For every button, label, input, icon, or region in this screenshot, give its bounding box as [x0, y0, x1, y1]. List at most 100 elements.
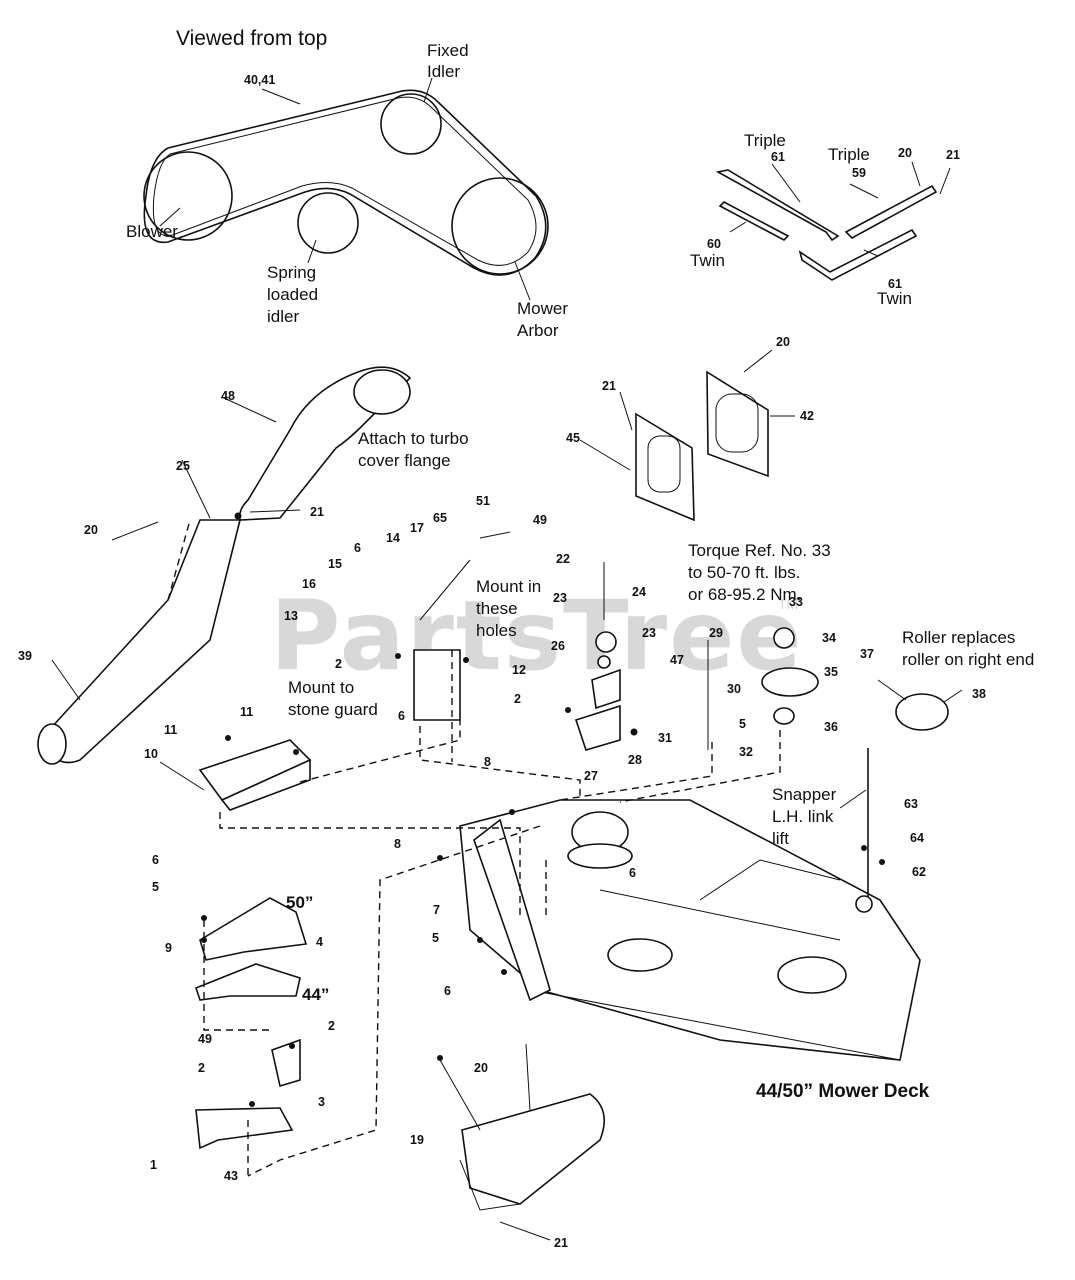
part-number: 12	[512, 663, 526, 677]
part-number: 6	[629, 866, 636, 880]
part-number: 23	[553, 591, 567, 605]
twin-61-label: Twin	[877, 289, 912, 308]
watermark: PartsTree	[270, 580, 804, 692]
part-number: 21	[946, 148, 960, 162]
part-number: 11	[240, 705, 254, 719]
trademark: TM	[778, 596, 799, 612]
spring-idler-label-2: loaded	[267, 285, 319, 304]
hardware-dots	[201, 512, 885, 1107]
triple-59-label: Triple	[828, 145, 870, 164]
part-number: 25	[176, 459, 190, 473]
part-number: 27	[584, 769, 598, 783]
part-number: 20	[898, 146, 912, 160]
part-number: 22	[556, 552, 570, 566]
part-number: 61	[771, 150, 785, 164]
belt-inner	[152, 96, 537, 266]
roller-label-2: roller on right end	[902, 650, 1035, 669]
part-number: 6	[152, 853, 159, 867]
torque-label-1: Torque Ref. No. 33	[688, 541, 831, 560]
part-number: 30	[727, 682, 741, 696]
fixed-idler-pulley	[380, 93, 442, 155]
part-number: 9	[165, 941, 172, 955]
part-number: 64	[910, 831, 924, 845]
part-number: 62	[912, 865, 926, 879]
part-number: 6	[444, 984, 451, 998]
mount-holes-label-1: Mount in	[476, 577, 542, 596]
belt-outer	[143, 89, 547, 276]
attach-label-1: Attach to turbo	[358, 429, 469, 448]
stone-guard-drawing	[159, 739, 312, 811]
part-number: 17	[410, 521, 424, 535]
blower-pulley	[143, 151, 233, 241]
mower-deck-drawing	[459, 799, 921, 1061]
part-number: 20	[474, 1061, 488, 1075]
roller-label-1: Roller replaces	[902, 628, 1016, 647]
blower-label: Blower	[126, 222, 178, 241]
mower-arbor-pulley	[451, 177, 549, 275]
snapper-label-1: Snapper	[772, 785, 837, 804]
blower-tube-drawing	[37, 366, 412, 765]
part-number: 26	[551, 639, 565, 653]
part-number: 1	[150, 1158, 157, 1172]
deck-title: 44/50” Mower Deck	[756, 1081, 930, 1102]
assembly-lines	[167, 519, 781, 1177]
torque-label-2: to 50-70 ft. lbs.	[688, 563, 801, 582]
part-number: 19	[410, 1133, 424, 1147]
part-number: 14	[386, 531, 400, 545]
part-number: 36	[824, 720, 838, 734]
attach-label-2: cover flange	[358, 451, 451, 470]
part-number: 37	[860, 647, 874, 661]
spring-idler-label-1: Spring	[267, 263, 317, 282]
torque-label-3: or 68-95.2 Nm.	[688, 585, 802, 604]
spring-idler-label-3: idler	[267, 307, 300, 326]
part-number: 31	[658, 731, 672, 745]
part-number: 61	[888, 277, 902, 291]
mount-guard-label-2: stone guard	[288, 700, 378, 719]
fixed-idler-label-1: Fixed	[427, 41, 469, 60]
part-number: 15	[328, 557, 342, 571]
part-number: 6	[398, 709, 405, 723]
part-number: 39	[18, 649, 32, 663]
part-number: 2	[335, 657, 342, 671]
part-number: 5	[432, 931, 439, 945]
link-lift-drawing	[839, 748, 873, 913]
part-number: 35	[824, 665, 838, 679]
part-number: 29	[709, 626, 723, 640]
part-number: 32	[739, 745, 753, 759]
part-number: 4	[316, 935, 323, 949]
part-number: 49	[198, 1032, 212, 1046]
part-number: 5	[152, 880, 159, 894]
belt-routing-drawing	[143, 77, 549, 301]
mower-arbor-label-2: Arbor	[517, 321, 559, 340]
part-number: 34	[822, 631, 836, 645]
part-number: 20	[776, 335, 790, 349]
center-brackets-drawing	[413, 531, 963, 751]
size-50-label: 50”	[286, 893, 314, 912]
part-number: 45	[566, 431, 580, 445]
part-number: 23	[642, 626, 656, 640]
size-44-label: 44”	[302, 985, 330, 1004]
part-number: 21	[554, 1236, 568, 1250]
part-number: 16	[302, 577, 316, 591]
part-number: 43	[224, 1169, 238, 1183]
part-number: 60	[707, 237, 721, 251]
part-number: 28	[628, 753, 642, 767]
part-number: 8	[484, 755, 491, 769]
page-title: Viewed from top	[176, 27, 328, 50]
part-number: 24	[632, 585, 646, 599]
fixed-idler-label-2: Idler	[427, 62, 461, 81]
part-number: 7	[433, 903, 440, 917]
part-number: 5	[739, 717, 746, 731]
part-number: 38	[972, 687, 986, 701]
part-number: 21	[602, 379, 616, 393]
mount-guard-label-1: Mount to	[288, 678, 355, 697]
snapper-label-3: lift	[772, 829, 789, 848]
part-number: 20	[84, 523, 98, 537]
part-number: 2	[198, 1061, 205, 1075]
twin-60-label: Twin	[690, 251, 725, 270]
part-number: 21	[310, 505, 324, 519]
part-number: 2	[514, 692, 521, 706]
belt-types-drawing	[715, 161, 951, 281]
